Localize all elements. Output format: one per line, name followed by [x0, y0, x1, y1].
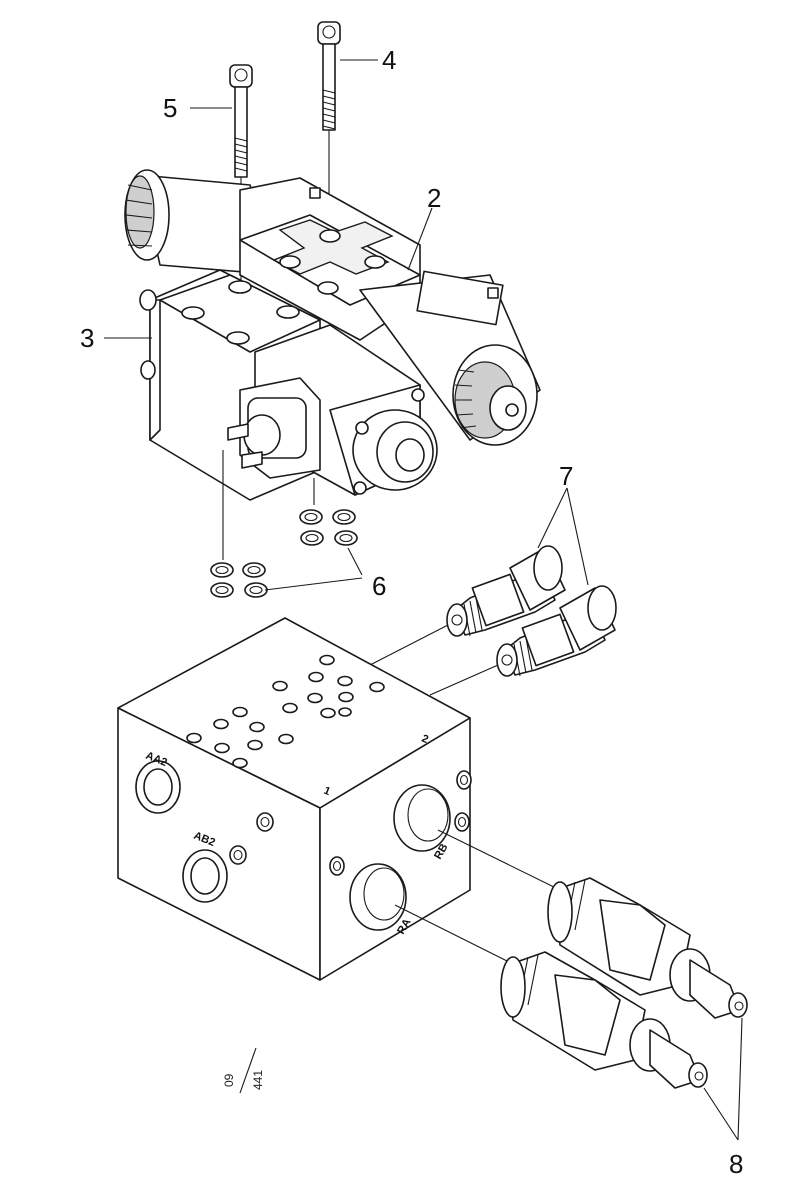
port-label-2: 2	[420, 733, 430, 746]
figure-code-top: 09	[222, 1073, 236, 1087]
callout-4: 4	[382, 45, 396, 75]
valve-2	[124, 169, 541, 446]
figure-code-bottom: 441	[251, 1070, 265, 1090]
manifold-block: AA2 AB2 1 2 RB RA	[117, 617, 472, 981]
check-valve-lower	[496, 585, 617, 677]
o-rings-6	[210, 509, 358, 598]
bolt-4	[317, 21, 341, 230]
callout-7: 7	[559, 461, 573, 491]
check-valve-upper	[446, 545, 566, 637]
relief-cartridges-8	[394, 829, 748, 1089]
figure-code: 09 441	[222, 1047, 265, 1094]
relief-cartridge-lower	[500, 951, 708, 1089]
callout-5: 5	[163, 93, 177, 123]
top-port-holes	[186, 654, 385, 769]
callout-2: 2	[427, 183, 441, 213]
callout-6: 6	[372, 571, 386, 601]
valve-3	[139, 269, 438, 560]
callout-leaders	[104, 59, 743, 1141]
relief-cartridge-upper	[547, 877, 748, 1019]
callout-8: 8	[729, 1149, 743, 1179]
check-valves-7	[369, 545, 617, 696]
port-label-1: 1	[322, 785, 332, 798]
callout-3: 3	[80, 323, 94, 353]
